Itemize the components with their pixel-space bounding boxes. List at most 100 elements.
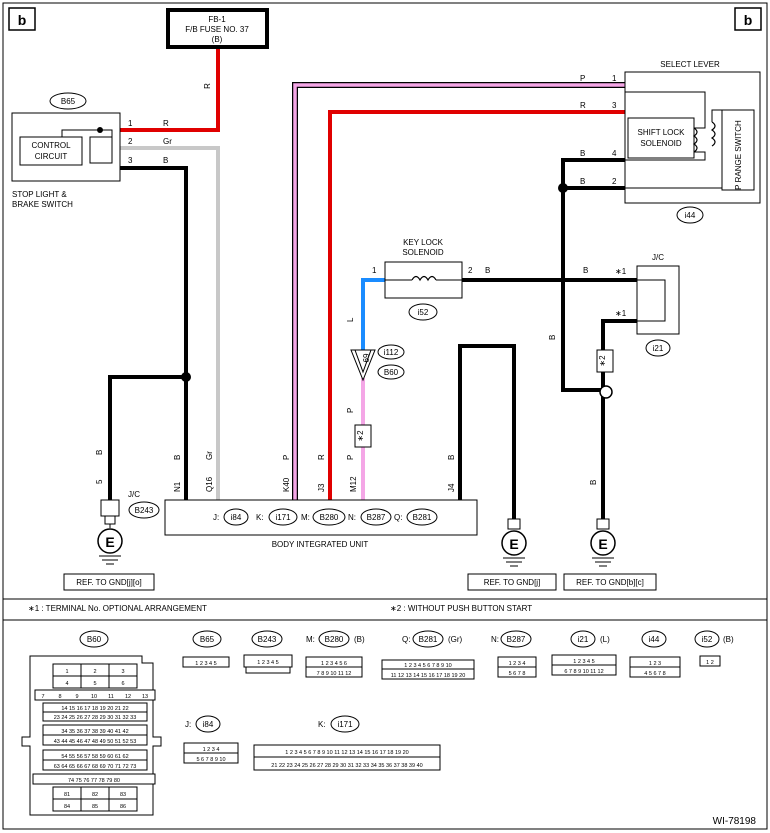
keylock-pin2: 2	[468, 266, 473, 275]
conn-i112: i112	[384, 348, 399, 357]
wire-lbl-q16: Gr	[205, 451, 214, 460]
prange-label: P RANGE SWITCH	[734, 120, 743, 190]
svg-text:6 7 8 9 10 11 12: 6 7 8 9 10 11 12	[564, 669, 603, 675]
svg-text:4 5 6 7 8: 4 5 6 7 8	[644, 671, 665, 677]
biu-conn-i84: i84	[231, 513, 242, 522]
conn-oval-b65	[49, 92, 87, 110]
ref-box-2	[467, 573, 557, 591]
svg-text:1 2 3 4 5 6 7 8 9 10 11 12 13: 1 2 3 4 5 6 7 8 9 10 11 12 13 14 15 16 1…	[285, 750, 408, 756]
biu-conn-b280: B280	[320, 513, 339, 522]
b65-pin3: 3	[128, 156, 133, 165]
switch-line	[61, 129, 113, 137]
jc-right-box	[636, 265, 680, 335]
biu-prefix-n: N:	[348, 513, 356, 522]
left-jc-block	[100, 499, 120, 517]
legend-b281: B281	[419, 635, 438, 644]
keylock-title1: KEY LOCK	[403, 238, 444, 247]
legend-i44: i44	[649, 635, 660, 644]
legend-b60: B60	[87, 635, 102, 644]
ground-left	[97, 524, 123, 565]
svg-text:81: 81	[64, 792, 70, 798]
svg-text:83: 83	[120, 792, 126, 798]
biu-oval-b280	[312, 508, 346, 526]
ground-mid-label: E	[509, 536, 518, 552]
legend-i171: i171	[337, 720, 353, 729]
biu-prefix-m: M:	[301, 513, 310, 522]
keylock-wire-l: L	[346, 317, 355, 322]
fuse-wire-label: R	[203, 83, 212, 89]
svg-text:4: 4	[65, 681, 68, 687]
b65-wire3: B	[163, 156, 168, 165]
pin-q16: Q16	[205, 476, 214, 492]
svg-text:7 8 9 10 11 12: 7 8 9 10 11 12	[317, 671, 352, 677]
conn-b65: B65	[61, 97, 76, 106]
wire-lbl-n1: B	[173, 455, 182, 460]
star2-right: ∗2	[598, 355, 607, 367]
conn-69-arrow-inner	[354, 349, 372, 374]
lever-wire1: P	[580, 74, 585, 83]
ref-box-3	[563, 573, 657, 591]
ground-right	[590, 518, 616, 567]
biu-conn-b287: B287	[367, 513, 386, 522]
svg-text:5 6 7 8 9 10: 5 6 7 8 9 10	[196, 757, 225, 763]
svg-text:11 12 13 14 15 16 17 18 19 20: 11 12 13 14 15 16 17 18 19 20	[391, 673, 466, 679]
connector-b243-face: 1 2 3 4 5	[243, 654, 293, 674]
lever-wire2: B	[580, 177, 585, 186]
pin-n1: N1	[173, 481, 182, 492]
biu-prefix-k: K:	[256, 513, 264, 522]
legend-b281-suf: (Gr)	[448, 635, 463, 644]
switch-contact	[97, 127, 103, 133]
lever-pin2: 2	[612, 177, 617, 186]
lever-internal-2	[625, 151, 706, 161]
conn-b243: B243	[135, 506, 154, 515]
wire-lbl-j4: B	[447, 455, 456, 460]
biu-oval-i171	[268, 508, 298, 526]
svg-text:74 75 76 77 78: 74 75 76 77 78 79 80	[68, 778, 120, 784]
solenoid-label1: SHIFT LOCK	[638, 128, 686, 137]
left-jc-title: J/C	[128, 490, 140, 499]
lever-wire3: R	[580, 101, 586, 110]
wire-blue	[361, 278, 385, 350]
pin-k40: K40	[282, 477, 291, 492]
control-label1: CONTROL	[31, 141, 71, 150]
lever-down-wire: B	[548, 335, 557, 340]
left-jc-tab	[104, 515, 116, 525]
keylock-coil	[411, 275, 437, 282]
svg-text:1 2 3 4: 1 2 3 4	[203, 747, 220, 753]
keylock-title2: SOLENOID	[402, 248, 444, 257]
legend-b280-pre: M:	[306, 635, 315, 644]
svg-text:85: 85	[92, 804, 98, 810]
conn-i44: i44	[685, 211, 696, 220]
legend-i52-suf: (B)	[723, 635, 734, 644]
lever-wire4: B	[580, 149, 585, 158]
connector-b280-face: 1 2 3 4 5 6 7 8 9 10 11 12	[305, 656, 363, 678]
corner-label-right: b	[744, 12, 753, 28]
legend-i21-suf: (L)	[600, 635, 610, 644]
conn-oval-i21	[645, 339, 671, 357]
lever-pin3: 3	[612, 101, 617, 110]
b65-wire1: R	[163, 119, 169, 128]
conn-b60: B60	[384, 368, 399, 377]
svg-text:2: 2	[93, 669, 96, 675]
jc-right-title: J/C	[652, 253, 664, 262]
note-2: ∗2 : WITHOUT PUSH BUTTON START	[390, 604, 532, 613]
connector-i52-face: 1 2	[699, 655, 721, 667]
stop-switch-name2: BRAKE SWITCH	[12, 200, 73, 209]
jc-right-star2: ∗1	[615, 309, 627, 318]
solenoid-coil	[692, 127, 698, 153]
legend-b287: B287	[507, 635, 526, 644]
fuse-line2: F/B FUSE NO. 37	[185, 25, 249, 34]
ref-2: REF. TO GND[j]	[484, 578, 541, 587]
connector-i84-face: 1 2 3 4 5 6 7 8 9 10	[183, 742, 239, 764]
wire-red-fuse	[120, 45, 220, 132]
legend-b287-pre: N:	[491, 635, 499, 644]
wire-black-j4	[458, 344, 516, 520]
lever-pin1: 1	[612, 74, 617, 83]
lever-pin4: 4	[612, 149, 617, 158]
legend-b280: B280	[325, 635, 344, 644]
m12-wire-p2: P	[346, 455, 355, 460]
ref-1: REF. TO GND[j][o]	[76, 578, 142, 587]
ground-left-label: E	[105, 534, 114, 550]
svg-text:86: 86	[120, 804, 126, 810]
